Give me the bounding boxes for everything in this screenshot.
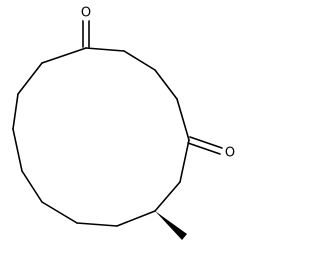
bond	[179, 139, 190, 183]
stereo-wedge-bond	[155, 211, 187, 240]
bond	[154, 69, 178, 100]
bond	[12, 93, 19, 130]
ring-bonds	[12, 47, 190, 227]
bond	[41, 201, 78, 224]
bond	[116, 210, 156, 227]
carbonyl-bond-2	[187, 136, 223, 155]
structure-canvas: O O	[12, 5, 238, 240]
bond	[123, 50, 156, 71]
oxygen-label-1: O	[81, 6, 91, 21]
oxygen-label-2: O	[225, 146, 235, 161]
bond	[21, 170, 43, 203]
bond	[17, 62, 43, 95]
bond	[76, 222, 118, 227]
bond	[176, 98, 190, 141]
bond	[12, 128, 23, 172]
bond	[85, 47, 125, 52]
oxygen-atom-2: O	[222, 145, 238, 161]
oxygen-atom-1: O	[78, 5, 94, 21]
bond	[154, 181, 181, 212]
bond	[41, 47, 87, 64]
skeletal-formula: O O	[12, 5, 238, 240]
carbonyl-bond-1	[82, 18, 90, 48]
